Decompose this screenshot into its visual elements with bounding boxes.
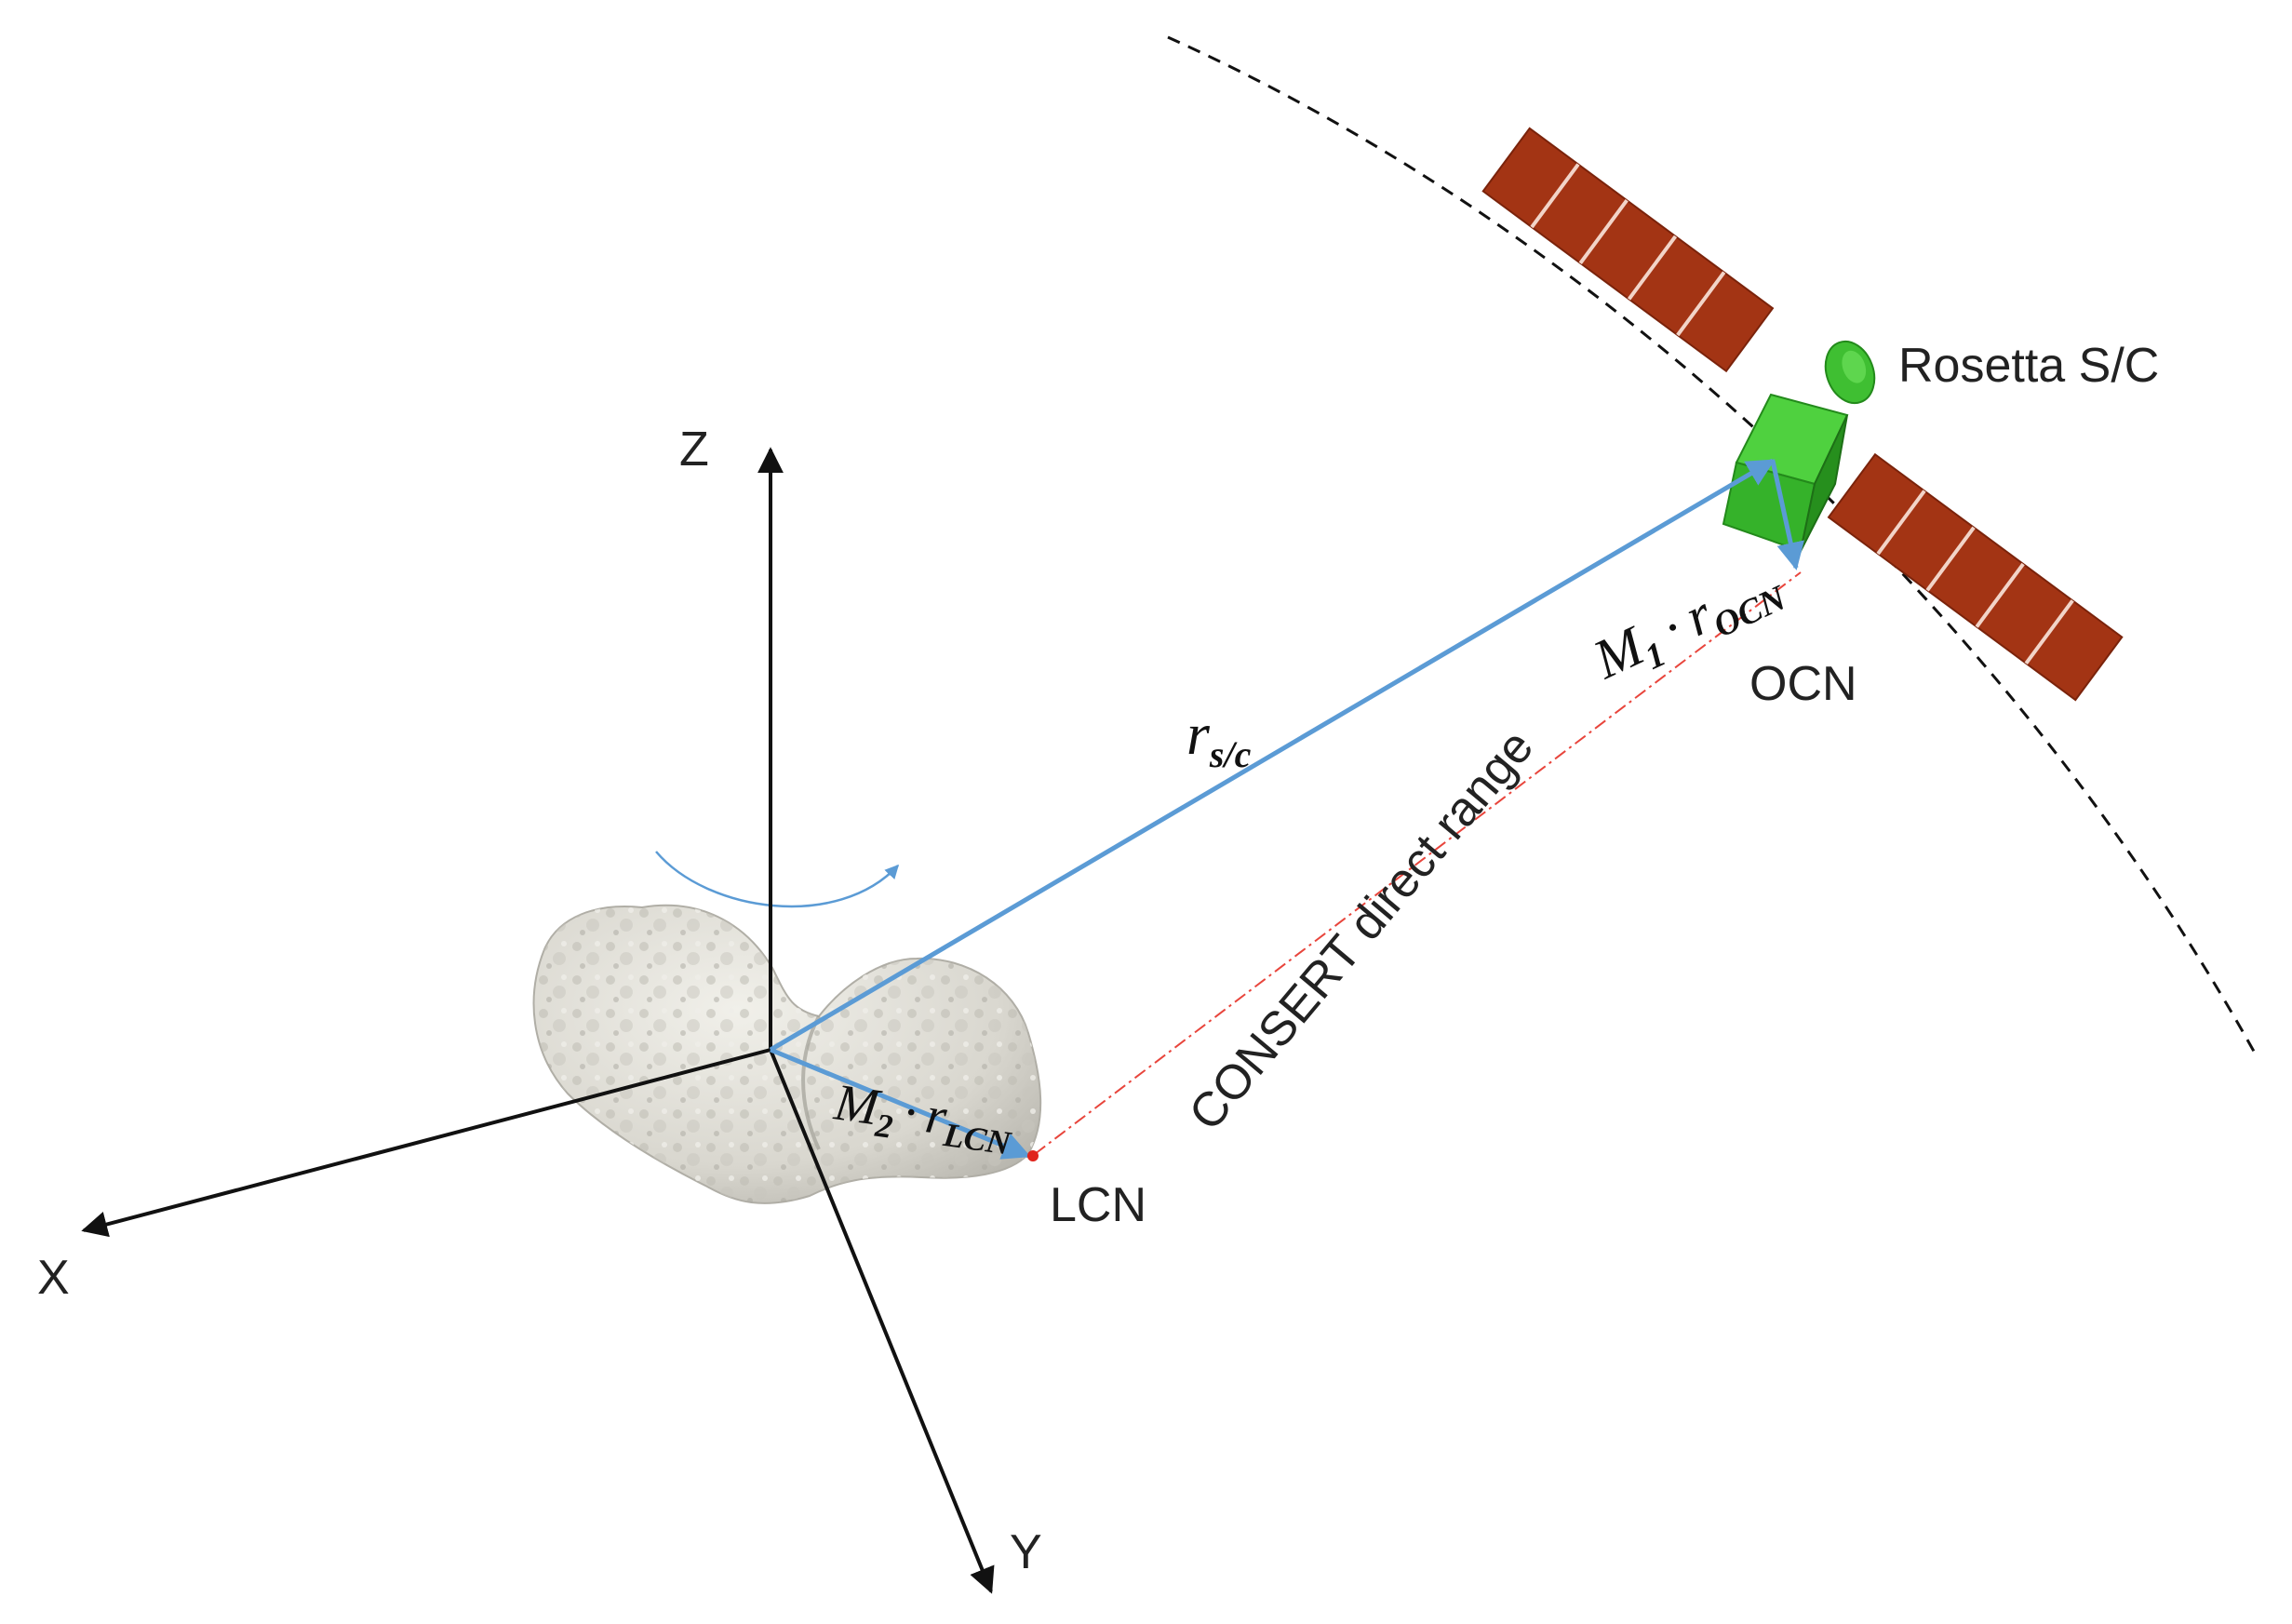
x-axis bbox=[81, 1048, 771, 1238]
solar-panel-lower bbox=[1827, 452, 2124, 702]
orbit-path bbox=[1167, 35, 2258, 1057]
consert-range-label: CONSERT direct range bbox=[1179, 720, 1544, 1141]
ocn-label: OCN bbox=[1749, 657, 1857, 711]
z-axis-label: Z bbox=[679, 423, 709, 476]
spacecraft-vector-base: r bbox=[1186, 701, 1211, 767]
spacecraft-position-vector bbox=[769, 458, 1776, 1053]
x-axis-label: X bbox=[37, 1251, 70, 1305]
lcn-marker bbox=[1027, 1150, 1039, 1161]
rosetta-label: Rosetta S/C bbox=[1898, 339, 2159, 393]
y-axis bbox=[769, 1049, 995, 1594]
lcn-label: LCN bbox=[1050, 1178, 1146, 1232]
rotation-arrow bbox=[655, 851, 900, 908]
antenna-dish bbox=[1824, 340, 1876, 405]
ocn-offset-vector bbox=[1770, 460, 1804, 570]
consert-range-line bbox=[1034, 571, 1802, 1155]
spacecraft-vector-subscript: s/c bbox=[1209, 733, 1252, 775]
y-axis-label: Y bbox=[1010, 1525, 1042, 1579]
spacecraft-vector-label: rs/c bbox=[1186, 701, 1252, 775]
lcn-offset-vector bbox=[770, 1047, 1031, 1160]
solar-panel-upper bbox=[1481, 127, 1775, 373]
